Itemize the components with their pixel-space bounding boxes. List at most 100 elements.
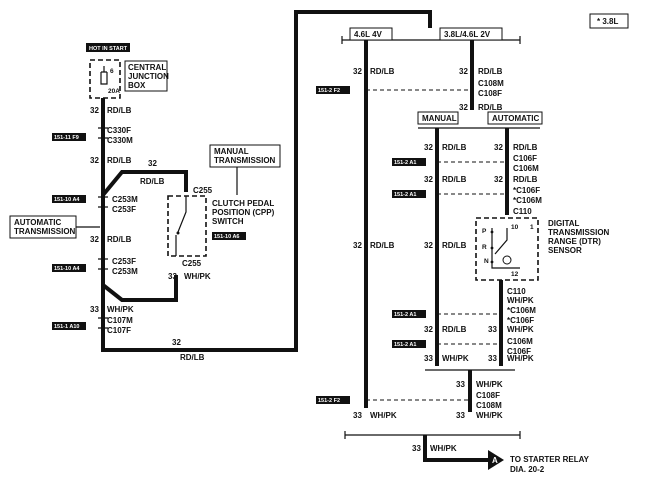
wire-rdlb-r4: RD/LB <box>370 241 395 250</box>
cjb-label-2: JUNCTION <box>128 72 169 81</box>
wire-32-r1: 32 <box>353 67 362 76</box>
wire-rdlb-c: RD/LB <box>140 177 165 186</box>
arrow-letter: A <box>492 456 498 465</box>
conn-c253f-2: C253F <box>112 257 136 266</box>
conn-sc106m-2: *C106M <box>507 306 536 315</box>
dtr-label-2: TRANSMISSION <box>548 228 610 237</box>
cjb-label-1: CENTRAL <box>128 63 166 72</box>
star-note-box <box>589 13 629 29</box>
wire-whpk-i: WH/PK <box>476 411 503 420</box>
wire-whpk-a: WH/PK <box>107 305 134 314</box>
wire-rdlb-m3: RD/LB <box>442 241 467 250</box>
conn-c253m-2: C253M <box>112 267 138 276</box>
auto-trans-1: AUTOMATIC <box>14 218 61 227</box>
fuse-icon <box>100 66 108 85</box>
tag-151-10-a6-text: 151-10 A6 <box>214 234 239 240</box>
wire-33-a4: 33 <box>488 354 497 363</box>
starter-label-2: DIA. 20-2 <box>510 465 545 474</box>
tag-151-11-f9-text: 151-11 F9 <box>54 135 79 141</box>
wire-33-r9: 33 <box>412 444 421 453</box>
conn-c107m: C107M <box>107 316 133 325</box>
conn-c110-b: C110 <box>507 287 526 296</box>
dtr-label-3: RANGE (DTR) <box>548 237 601 246</box>
wire-whpk-j: WH/PK <box>430 444 457 453</box>
conn-c255-a: C255 <box>193 186 213 195</box>
dtr-n: N <box>484 258 489 265</box>
cjb-label-box <box>124 60 168 92</box>
wire-rdlb-a2: RD/LB <box>513 175 538 184</box>
tag-151-2-a1-a <box>392 158 426 166</box>
engine-a: 4.6L 4V <box>354 30 383 39</box>
wire-33-r8: 33 <box>456 411 465 420</box>
wire-32-b: 32 <box>90 156 99 165</box>
tag-151-2-a1-b <box>392 190 426 198</box>
conn-c253m: C253M <box>112 195 138 204</box>
wire-32-a2: 32 <box>494 175 503 184</box>
conn-sc106f: *C106F <box>513 186 540 195</box>
wire-whpk-g: WH/PK <box>476 380 503 389</box>
dtr-label-4: SENSOR <box>548 246 582 255</box>
wire-rdlb-r1: RD/LB <box>370 67 395 76</box>
tag-151-10-a4-b-text: 151-10 A4 <box>54 266 80 272</box>
dtr-pin-1: 1 <box>530 224 534 231</box>
wire-rdlb-b: RD/LB <box>107 156 132 165</box>
automatic-label: AUTOMATIC <box>492 114 539 123</box>
tag-151-1-a10-text: 151-1 A10 <box>54 324 79 330</box>
wire-32-a: 32 <box>90 106 99 115</box>
engine-b: 3.8L/4.6L 2V <box>444 30 491 39</box>
manual-trans-2: TRANSMISSION <box>214 156 276 165</box>
dtr-r: R <box>482 244 487 251</box>
wire-33-a3: 33 <box>488 325 497 334</box>
tag-151-2-a1-a-text: 151-2 A1 <box>394 160 416 166</box>
dtr-sensor <box>475 217 539 281</box>
conn-c255-b: C255 <box>182 259 202 268</box>
cpp-switch <box>167 195 207 257</box>
wire-32-m2: 32 <box>424 175 433 184</box>
tag-151-11-f9 <box>52 133 86 141</box>
wire-32-r2: 32 <box>459 67 468 76</box>
wire-rdlb-m2: RD/LB <box>442 175 467 184</box>
auto-trans-2: TRANSMISSION <box>14 227 76 236</box>
tag-151-10-a4-b <box>52 264 86 272</box>
conn-c108f: C108F <box>478 89 502 98</box>
wire-whpk-d: WH/PK <box>507 325 534 334</box>
tag-151-2-a1-b-text: 151-2 A1 <box>394 192 416 198</box>
wire-33-b: 33 <box>168 272 177 281</box>
bottom-bus-ends <box>344 431 521 439</box>
conn-c253f: C253F <box>112 205 136 214</box>
fuse-number: 6 <box>110 68 114 75</box>
conn-sc106f-2: *C106F <box>507 316 534 325</box>
wire-32-e: 32 <box>172 338 181 347</box>
tag-151-2-f2-a-text: 151-2 F2 <box>318 88 340 94</box>
tag-151-2-a1-d-text: 151-2 A1 <box>394 342 416 348</box>
tag-151-2-f2-b <box>316 396 350 404</box>
tag-151-10-a6 <box>212 232 246 240</box>
manual-trans-1: MANUAL <box>214 147 249 156</box>
wire-rdlb-r2: RD/LB <box>478 67 503 76</box>
fuse-amperage: 20A <box>108 88 120 95</box>
conn-c108m: C108M <box>478 79 504 88</box>
wire-whpk-c: WH/PK <box>507 296 534 305</box>
conn-sc106m: *C106M <box>513 196 542 205</box>
wire-32-m1: 32 <box>424 143 433 152</box>
wire-rdlb-a: RD/LB <box>107 106 132 115</box>
wire-32-d: 32 <box>90 235 99 244</box>
automatic-box <box>487 111 543 125</box>
wire-33-r6: 33 <box>456 380 465 389</box>
wire-rdlb-a1: RD/LB <box>513 143 538 152</box>
starter-arrow-icon <box>488 450 504 470</box>
conn-c108f-2: C108F <box>476 391 500 400</box>
left-main-wire <box>101 10 432 352</box>
conn-c107f: C107F <box>107 326 131 335</box>
tag-151-1-a10 <box>52 322 86 330</box>
wire-whpk-h: WH/PK <box>370 411 397 420</box>
wire-33-m5: 33 <box>424 354 433 363</box>
dtr-p: P <box>482 228 487 235</box>
wire-rdlb-m1: RD/LB <box>442 143 467 152</box>
dtr-pin-12: 12 <box>511 271 519 278</box>
cpp-label-1: CLUTCH PEDAL <box>212 199 274 208</box>
wire-32-r3: 32 <box>459 103 468 112</box>
cpp-branch-lower <box>101 275 178 302</box>
manual-trans-box <box>209 144 281 168</box>
